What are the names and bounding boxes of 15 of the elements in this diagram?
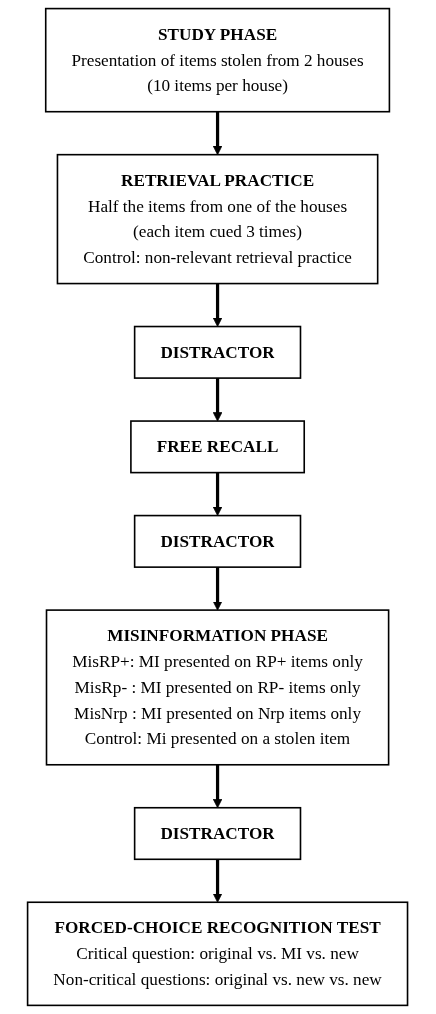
node-box: FORCED-CHOICE RECOGNITION TEST Critical question: original vs. MI vs. new Non-critical questions: original vs. new vs. new [27,901,409,1007]
node-box: DISTRACTOR [134,514,302,568]
node-box: DISTRACTOR [134,325,302,379]
arrow [213,378,223,422]
node-box: RETRIEVAL PRACTICE Half the items from one of the houses (each item cued 3 times) Control: non-relevant retrieval practice [57,153,379,285]
node-box: MISINFORMATION PHASE MisRP+: MI presented on RP+ items only MisRp- : MI presented on RP- items only MisNrp : MI presented on Nrp items only Control: Mi presented on a stolen item [46,609,390,766]
node-box: FREE RECALL [130,420,306,474]
arrow [213,764,223,809]
node-box: DISTRACTOR [134,806,302,861]
arrow [213,567,223,611]
arrow [213,111,223,156]
node-box: STUDY PHASE Presentation of items stolen from 2 houses (10 items per house) [45,7,391,113]
arrow [213,283,223,327]
arrow [213,859,223,903]
arrow [213,472,223,516]
